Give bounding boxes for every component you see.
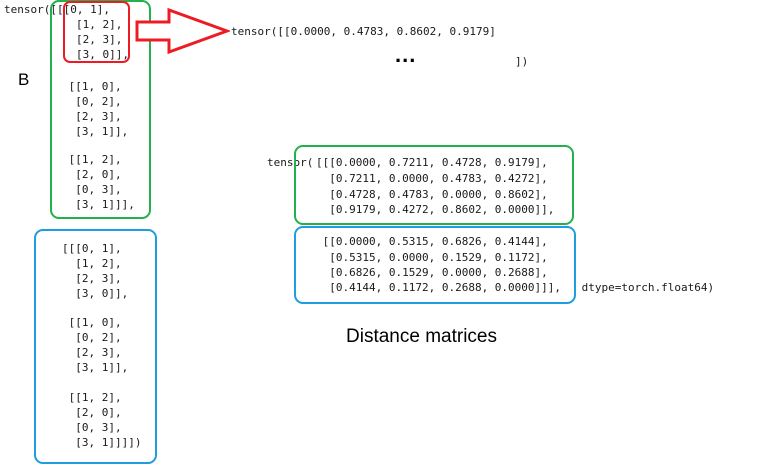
tensor-c-row: [3, 1]]]]): [62, 436, 142, 449]
tensor-b-row: [[1, 2],: [62, 153, 122, 166]
distance-row: [0.6826, 0.1529, 0.0000, 0.2688],: [316, 266, 548, 279]
result-tensor-line: tensor([[0.0000, 0.4783, 0.8602, 0.9179]: [231, 25, 496, 38]
caption-distance-matrices: Distance matrices: [346, 326, 497, 347]
tensor-b-row: [2, 0],: [62, 168, 122, 181]
dtype-label: dtype=torch.float64): [575, 281, 715, 294]
tensor-b-row: [3, 1]]],: [62, 198, 135, 211]
tensor-b-row: [2, 3],: [76, 33, 123, 46]
tensor-c-row: [[[0, 1],: [62, 242, 122, 255]
result-close: ]): [515, 55, 529, 68]
tensor-c-row: [2, 3],: [62, 346, 122, 359]
tensor-c-row: [1, 2],: [62, 257, 122, 270]
distance-row: [0.9179, 0.4272, 0.8602, 0.0000]],: [316, 203, 555, 216]
distance-matrix-2-box: [294, 226, 576, 304]
distance-matrix-1-box: [294, 145, 574, 225]
tensor-b-row: [3, 1]],: [62, 125, 129, 138]
tensor-b-row: [0, 3],: [62, 183, 122, 196]
tensor-b-row: [[1, 0],: [62, 80, 122, 93]
tensor-c-row: [3, 0]],: [62, 287, 129, 300]
tensor-c-row: [0, 3],: [62, 421, 122, 434]
distance-row: [0.4728, 0.4783, 0.0000, 0.8602],: [316, 188, 548, 201]
tensor-b-row: [1, 2],: [76, 18, 123, 31]
tensor-c-row: [3, 1]],: [62, 361, 129, 374]
tensor-c-highlight-box: [34, 229, 157, 464]
distance-row: [0.4144, 0.1172, 0.2688, 0.0000]]],: [316, 281, 562, 294]
distance-row: [[[0.0000, 0.7211, 0.4728, 0.9179],: [316, 156, 548, 169]
label-b: B: [18, 70, 30, 89]
tensor-b-row: [2, 3],: [62, 110, 122, 123]
distance-row: [0.7211, 0.0000, 0.4783, 0.4272],: [316, 172, 548, 185]
distance-prefix: tensor(: [267, 156, 314, 169]
tensor-c-row: [[1, 2],: [62, 391, 122, 404]
tensor-b-row: [3, 0]],: [76, 48, 129, 61]
tensor-c-row: [2, 0],: [62, 406, 122, 419]
tensor-b-row: [0, 2],: [62, 95, 122, 108]
distance-row: [0.5315, 0.0000, 0.1529, 0.1172],: [316, 251, 548, 264]
result-ellipsis: ...: [395, 42, 417, 67]
tensor-c-row: [[1, 0],: [62, 316, 122, 329]
distance-row: [[0.0000, 0.5315, 0.6826, 0.4144],: [316, 235, 548, 248]
first-matrix-highlight-box: [63, 1, 130, 63]
tensor-c-row: [2, 3],: [62, 272, 122, 285]
tensor-c-row: [0, 2],: [62, 331, 122, 344]
arrow-icon: [135, 8, 230, 54]
